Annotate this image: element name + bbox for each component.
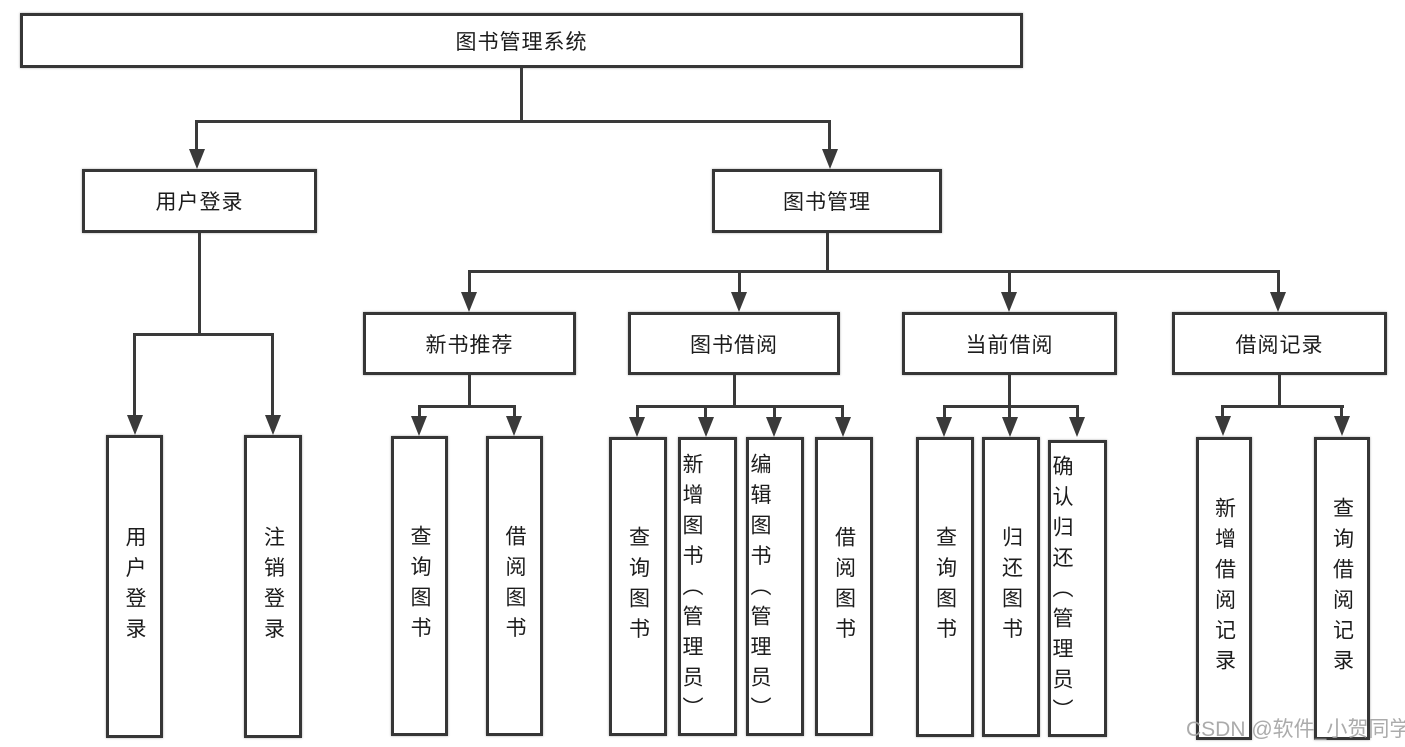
arrowhead-down-icon bbox=[461, 292, 477, 312]
leaf-query-books-1: 查询图书 bbox=[391, 436, 448, 736]
connector-user-login-rail bbox=[133, 333, 274, 336]
node-current-borrow-label: 当前借阅 bbox=[965, 333, 1054, 357]
arrowhead-down-icon bbox=[1001, 292, 1017, 312]
arrowhead-down-icon bbox=[189, 149, 205, 169]
node-new-book-recommend: 新书推荐 bbox=[363, 312, 576, 375]
connector-root-trunk bbox=[520, 68, 523, 122]
node-root: 图书管理系统 bbox=[20, 13, 1023, 68]
node-user-login-label: 用户登录 bbox=[155, 191, 244, 214]
watermark: CSDN @软件_小贺同学 bbox=[1186, 718, 1405, 741]
arrowhead-down-icon bbox=[127, 415, 143, 435]
leaf-edit-book-admin: 编辑图书（管理员） bbox=[746, 437, 804, 736]
leaf-query-books-3: 查询图书 bbox=[916, 437, 974, 737]
leaf-user-login: 用户登录 bbox=[106, 435, 163, 738]
connector-book-mgmt-trunk bbox=[826, 233, 829, 272]
arrowhead-down-icon bbox=[506, 416, 522, 436]
arrowhead-down-icon bbox=[265, 415, 281, 435]
connector-drop-current bbox=[1008, 270, 1011, 295]
connector-drop-user-login bbox=[195, 120, 198, 152]
leaf-query-books-2-label: 查询图书 bbox=[626, 525, 650, 648]
arrowhead-down-icon bbox=[731, 292, 747, 312]
node-user-login: 用户登录 bbox=[82, 169, 317, 233]
connector-drop-leaf bbox=[513, 405, 516, 420]
arrowhead-down-icon bbox=[411, 416, 427, 436]
connector-level3-rail bbox=[468, 270, 1280, 273]
connector-drop-leaf bbox=[841, 405, 844, 420]
connector-drop-leaf bbox=[418, 405, 421, 420]
leaf-borrow-books-1-label: 借阅图书 bbox=[503, 525, 526, 647]
arrowhead-down-icon bbox=[766, 417, 782, 437]
node-current-borrow: 当前借阅 bbox=[902, 312, 1117, 375]
node-book-borrow-label: 图书借阅 bbox=[690, 333, 778, 357]
leaf-confirm-return-admin-label: 确认归还（管理员） bbox=[1050, 455, 1073, 730]
leaf-add-book-admin: 新增图书（管理员） bbox=[678, 437, 737, 736]
connector-drop-new-rec bbox=[468, 270, 471, 295]
node-borrow-records: 借阅记录 bbox=[1172, 312, 1387, 375]
connector-borrow-trunk bbox=[733, 375, 736, 407]
node-new-book-recommend-label: 新书推荐 bbox=[425, 333, 514, 357]
arrowhead-down-icon bbox=[1002, 417, 1018, 437]
arrowhead-down-icon bbox=[1215, 416, 1231, 436]
arrowhead-down-icon bbox=[936, 417, 952, 437]
connector-drop-leaf bbox=[1340, 405, 1343, 420]
leaf-query-books-1-label: 查询图书 bbox=[408, 525, 431, 647]
leaf-logout: 注销登录 bbox=[244, 435, 302, 738]
connector-borrow-rail bbox=[636, 405, 844, 408]
arrowhead-down-icon bbox=[1334, 416, 1350, 436]
connector-drop-leaf bbox=[704, 405, 707, 420]
node-root-label: 图书管理系统 bbox=[455, 30, 588, 54]
arrowhead-down-icon bbox=[629, 417, 645, 437]
leaf-add-book-admin-label: 新增图书（管理员） bbox=[680, 453, 703, 728]
arrowhead-down-icon bbox=[822, 149, 838, 169]
leaf-query-borrow-record-label: 查询借阅记录 bbox=[1330, 497, 1354, 680]
arrowhead-down-icon bbox=[835, 417, 851, 437]
connector-drop-book-mgmt bbox=[828, 120, 831, 152]
connector-drop-leaf bbox=[636, 405, 639, 420]
leaf-confirm-return-admin: 确认归还（管理员） bbox=[1048, 440, 1107, 737]
leaf-borrow-books-2-label: 借阅图书 bbox=[832, 525, 856, 648]
connector-records-trunk bbox=[1278, 375, 1281, 407]
connector-drop-leaf bbox=[773, 405, 776, 420]
node-borrow-records-label: 借阅记录 bbox=[1235, 333, 1324, 357]
connector-drop-borrow bbox=[738, 270, 741, 295]
leaf-query-books-3-label: 查询图书 bbox=[933, 526, 957, 648]
leaf-add-borrow-record: 新增借阅记录 bbox=[1196, 437, 1252, 740]
node-book-borrow: 图书借阅 bbox=[628, 312, 840, 375]
arrowhead-down-icon bbox=[1069, 417, 1085, 437]
connector-drop-logout-leaf bbox=[271, 333, 274, 417]
connector-new-rec-trunk bbox=[468, 375, 471, 407]
leaf-logout-label: 注销登录 bbox=[261, 525, 285, 648]
connector-drop-login-leaf bbox=[133, 333, 136, 417]
connector-current-rail bbox=[943, 405, 1079, 408]
connector-records-rail bbox=[1221, 405, 1344, 408]
connector-drop-leaf bbox=[1076, 405, 1079, 420]
connector-drop-leaf bbox=[1221, 405, 1224, 420]
leaf-query-books-2: 查询图书 bbox=[609, 437, 667, 736]
connector-user-login-trunk bbox=[198, 233, 201, 335]
arrowhead-down-icon bbox=[1270, 292, 1286, 312]
connector-level2-rail bbox=[195, 120, 831, 123]
leaf-user-login-label: 用户登录 bbox=[123, 525, 146, 648]
leaf-borrow-books-1: 借阅图书 bbox=[486, 436, 543, 736]
leaf-borrow-books-2: 借阅图书 bbox=[815, 437, 873, 736]
leaf-return-books: 归还图书 bbox=[982, 437, 1040, 737]
connector-current-trunk bbox=[1008, 375, 1011, 407]
connector-drop-leaf bbox=[943, 405, 946, 420]
connector-drop-leaf bbox=[1008, 405, 1011, 420]
leaf-add-borrow-record-label: 新增借阅记录 bbox=[1212, 497, 1236, 680]
leaf-query-borrow-record: 查询借阅记录 bbox=[1314, 437, 1370, 740]
leaf-return-books-label: 归还图书 bbox=[999, 526, 1023, 648]
connector-new-rec-rail bbox=[418, 405, 516, 408]
connector-drop-records bbox=[1277, 270, 1280, 295]
leaf-edit-book-admin-label: 编辑图书（管理员） bbox=[748, 453, 771, 728]
arrowhead-down-icon bbox=[698, 417, 714, 437]
node-book-management-label: 图书管理 bbox=[783, 191, 871, 214]
node-book-management: 图书管理 bbox=[712, 169, 942, 233]
